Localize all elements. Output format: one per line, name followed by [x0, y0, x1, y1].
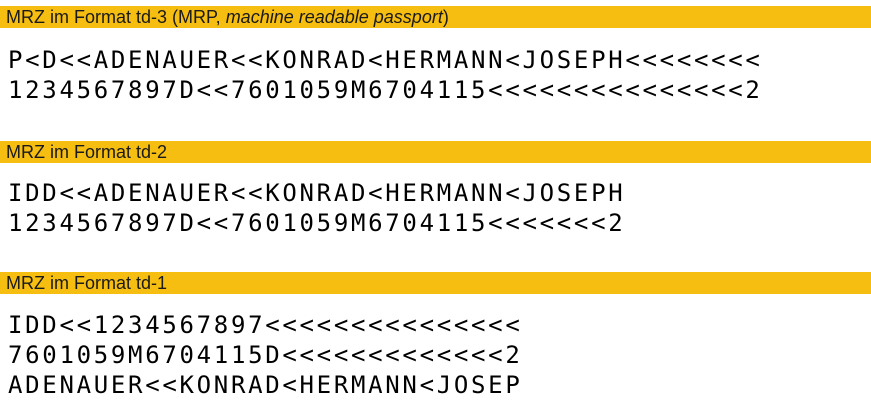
mrz-line: 1234567897D<<7601059M6704115<<<<<<<<<<<<… — [8, 76, 763, 104]
td3-mrz-block: P<D<<ADENAUER<<KONRAD<HERMANN<JOSEPH<<<<… — [8, 45, 763, 105]
mrz-line: IDD<<1234567897<<<<<<<<<<<<<<< — [8, 311, 523, 339]
mrz-line: P<D<<ADENAUER<<KONRAD<HERMANN<JOSEPH<<<<… — [8, 46, 763, 74]
td1-mrz-block: IDD<<1234567897<<<<<<<<<<<<<<<7601059M67… — [8, 310, 522, 400]
td3-heading: MRZ im Format td-3 (MRP, machine readabl… — [0, 6, 871, 28]
td1-heading: MRZ im Format td-1 — [0, 272, 871, 294]
mrz-line: ADENAUER<<KONRAD<HERMANN<JOSEP — [8, 371, 523, 399]
mrz-line: 7601059M6704115D<<<<<<<<<<<<<2 — [8, 341, 523, 369]
td3-heading-text: MRZ im Format td-3 (MRP, — [6, 7, 226, 27]
mrz-line: 1234567897D<<7601059M6704115<<<<<<<2 — [8, 209, 626, 237]
td2-heading: MRZ im Format td-2 — [0, 141, 871, 163]
mrz-line: IDD<<ADENAUER<<KONRAD<HERMANN<JOSEPH — [8, 179, 626, 207]
td3-heading-italic: machine readable passport — [225, 7, 443, 27]
td3-heading-suffix: ) — [442, 7, 449, 27]
